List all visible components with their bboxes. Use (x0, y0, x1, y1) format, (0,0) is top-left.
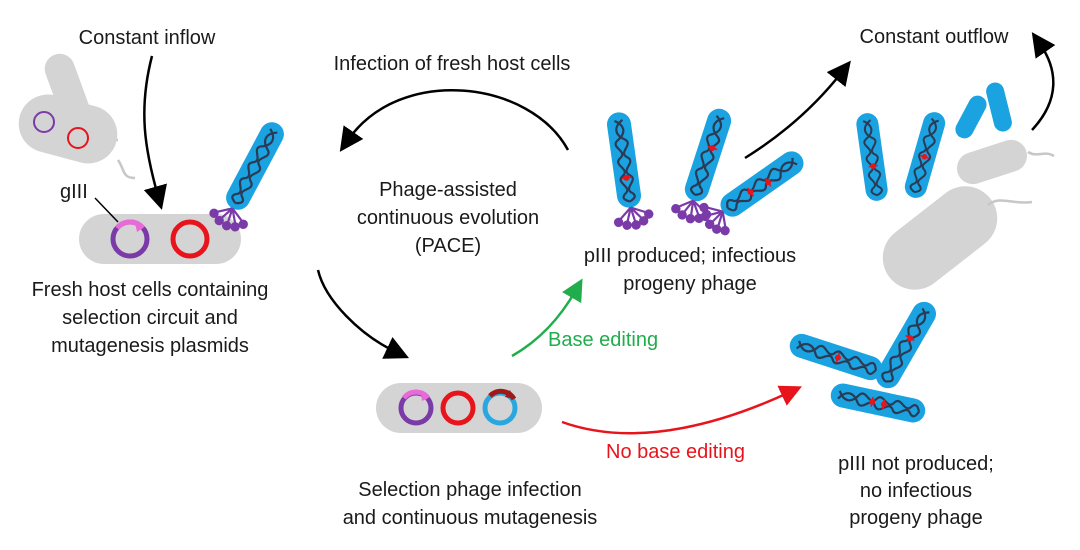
outflow-arrow-icon (744, 60, 851, 160)
notproduced-label-line3: progeny phage (849, 507, 982, 529)
outflow-label: Constant outflow (860, 26, 1010, 48)
no-base-editing-arrow-icon (561, 385, 802, 435)
base-editing-label: Base editing (548, 329, 658, 351)
plasmid-icon (170, 219, 210, 259)
giii-pointer (94, 197, 119, 223)
no-base-editing-label: No base editing (606, 441, 745, 463)
inflow-label: Constant inflow (79, 27, 216, 49)
cycle-label-line2: continuous evolution (357, 207, 539, 229)
inflow-arrow-icon (143, 55, 167, 210)
cycle-label-line1: Phage-assisted (379, 179, 517, 201)
outflow-arrow-icon (1031, 32, 1056, 131)
infection-label: Infection of fresh host cells (334, 53, 571, 75)
cycle-down-arrow-icon (316, 269, 410, 359)
phage-icon (785, 329, 887, 385)
host-cell-icon (79, 214, 241, 264)
infection-arrow-icon (339, 89, 570, 152)
phage-icon (604, 109, 656, 233)
host-label-line2: selection circuit and (62, 307, 238, 329)
notproduced-label-line1: pIII not produced; (838, 453, 994, 475)
selection-label-line2: and continuous mutagenesis (343, 507, 598, 529)
host-cell-icon (956, 139, 1055, 185)
phage-icon (205, 116, 290, 239)
phage-fragment (955, 95, 987, 139)
cycle-label-line3: (PACE) (415, 235, 481, 257)
host-cell-icon (376, 383, 542, 433)
phage-icon (827, 380, 929, 426)
plasmid-icon (440, 390, 476, 426)
base-editing-arrow-icon (511, 278, 583, 358)
host-label-line1: Fresh host cells containing (32, 279, 269, 301)
notproduced-label-line2: no infectious (860, 480, 972, 502)
produced-label-line2: progeny phage (623, 273, 756, 295)
host-cell-icon (18, 94, 136, 180)
giii-label: gIII (60, 181, 88, 203)
phage-icon (870, 296, 942, 394)
host-cell-icon (882, 186, 1033, 290)
phage-icon (853, 110, 891, 204)
phage-fragment (986, 82, 1012, 132)
selection-label-line1: Selection phage infection (358, 479, 582, 501)
host-label-line3: mutagenesis plasmids (51, 335, 249, 357)
phage-icon (901, 108, 949, 202)
produced-label-line1: pIII produced; infectious (584, 245, 796, 267)
